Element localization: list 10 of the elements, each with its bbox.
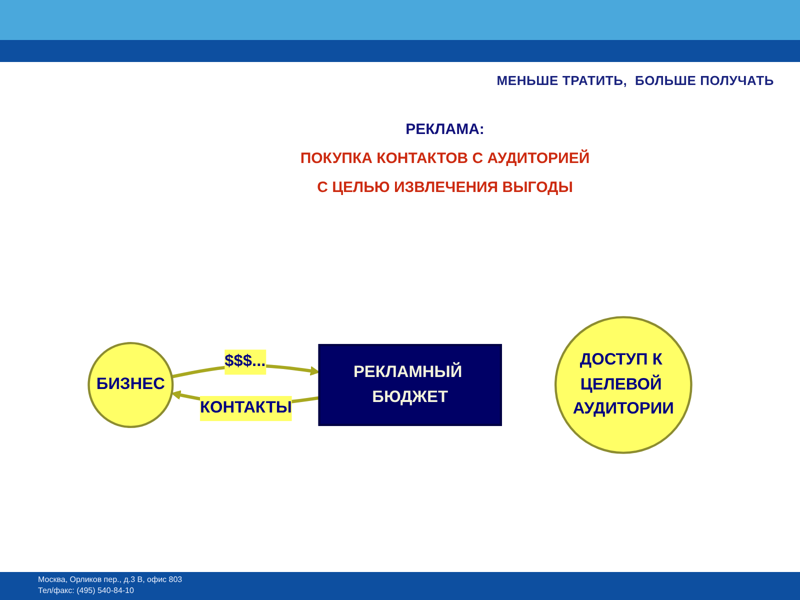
slogan-text: МЕНЬШЕ ТРАТИТЬ, БОЛЬШЕ ПОЛУЧАТЬ <box>496 73 774 88</box>
footer-text: Москва, Орликов пер., д.3 В, офис 803 <box>38 575 182 584</box>
edge-label: КОНТАКТЫ <box>200 396 292 421</box>
edge-label: $$$... <box>224 350 266 374</box>
subtitle-text: ПОКУПКА КОНТАКТОВ С АУДИТОРИЕЙ С ЦЕЛЬЮ ИЗВЛЕЧЕНИЯ ВЫГОДЫ <box>299 148 591 198</box>
title-text: РЕКЛАМА: <box>404 121 486 138</box>
ellipse-node: БИЗНЕС <box>88 342 174 428</box>
ellipse-node: ДОСТУП К ЦЕЛЕВОЙ АУДИТОРИИ <box>554 316 692 454</box>
footer-text: Тел/факс: (495) 540-84-10 <box>38 586 134 595</box>
process-box: РЕКЛАМНЫЙ БЮДЖЕТ <box>318 344 502 426</box>
